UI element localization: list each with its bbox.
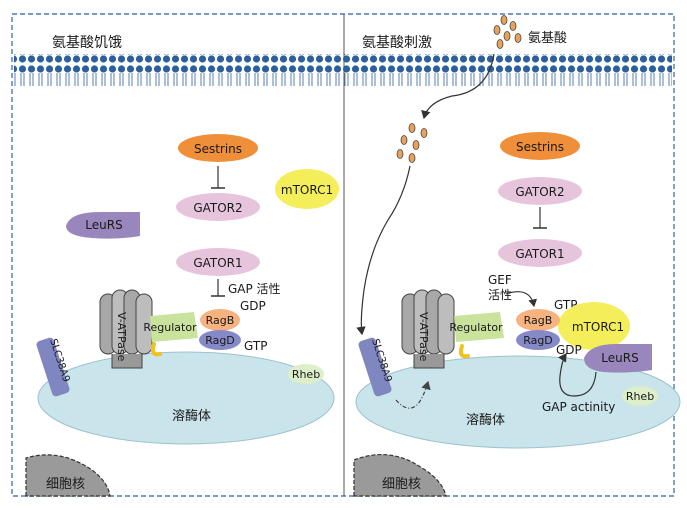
gator1-node: [498, 239, 582, 267]
mtorc1-node: [558, 302, 630, 350]
amino-acid-label: 氨基酸: [528, 31, 567, 46]
ragd-node: [516, 330, 560, 350]
uptake-arrow: [421, 53, 495, 120]
nucleus: [25, 454, 111, 497]
leurs-node: [66, 212, 140, 239]
amino-acid-cluster-inside: [396, 123, 428, 163]
ragb-node: [200, 309, 240, 331]
gdp-label: GDP: [556, 343, 582, 357]
nucleus-label: 细胞核: [46, 477, 85, 492]
ragb-label: RagB: [206, 314, 235, 327]
gator1-node: [176, 248, 260, 276]
outer-frame: [11, 13, 675, 497]
right-panel: 氨基酸刺激 氨基酸 溶酶体 细胞核: [353, 15, 681, 497]
gator1-label: GATOR1: [193, 256, 242, 270]
regulator-label: Regulator: [449, 321, 503, 334]
mtorc1-label: mTORC1: [572, 320, 624, 334]
mtorc1-label: mTORC1: [281, 183, 333, 197]
left-title: 氨基酸饥饿: [52, 34, 122, 51]
mtorc1-node: [275, 169, 339, 209]
gap-activity-arrow: [558, 353, 597, 397]
nucleus: [353, 454, 447, 497]
gef-label: GEF: [488, 273, 512, 287]
sestrins-label: Sestrins: [516, 140, 564, 154]
gator1-label: GATOR1: [515, 247, 564, 261]
right-title: 氨基酸刺激: [362, 34, 432, 51]
vatpase-label: V-ATPase: [417, 312, 430, 362]
lysosome-label: 溶酶体: [172, 408, 211, 424]
gator2-label: GATOR2: [193, 201, 242, 215]
gator2-label: GATOR2: [515, 185, 564, 199]
ragb-node: [516, 309, 560, 331]
gef-arrow: [505, 291, 538, 308]
nucleus-label: 细胞核: [382, 477, 421, 492]
regulator-node: [150, 312, 198, 342]
lysosome-label: 溶酶体: [466, 412, 505, 428]
gap-activity-label: GAP actinity: [542, 400, 615, 414]
cell-membrane: [14, 54, 672, 86]
rheb-node: [622, 386, 658, 406]
gdp-label: GDP: [240, 299, 266, 313]
ragb-label: RagB: [524, 314, 553, 327]
ragd-label: RagD: [523, 334, 553, 347]
amino-acid-cluster-outside: [493, 15, 522, 49]
regulator-node: [454, 312, 504, 342]
gef-activity-label: 活性: [488, 288, 512, 302]
slc-to-vatpase-arrow: [395, 380, 431, 409]
right-yellow-hook: [458, 344, 470, 359]
lysosome: [37, 351, 335, 445]
vatpase-label: V-ATPase: [115, 312, 128, 362]
gator2-node: [176, 193, 260, 221]
slc38a9-node: [358, 337, 392, 397]
sestrins-label: Sestrins: [194, 142, 242, 156]
gap-label: GAP 活性: [228, 282, 281, 296]
rheb-label: Rheb: [292, 368, 320, 381]
v-atpase: [99, 289, 153, 369]
leurs-label: LeuRS: [85, 218, 122, 232]
to-slc-arrow: [356, 165, 411, 336]
left-panel: 氨基酸饥饿 溶酶体 细胞核 Sestrins GATOR2 mTORC1 Leu…: [25, 34, 339, 497]
v-atpase: [401, 289, 455, 369]
ragd-label: RagD: [205, 334, 235, 347]
gtp-label: GTP: [244, 339, 267, 353]
regulator-label: Regulator: [143, 321, 197, 334]
leurs-node: [584, 344, 652, 373]
left-yellow-hook: [150, 342, 162, 357]
lysosome: [355, 355, 681, 449]
sestrins-node: [178, 134, 258, 162]
gator2-node: [498, 177, 582, 205]
leurs-label: LeuRS: [601, 351, 638, 365]
slc38a9-node: [36, 337, 70, 397]
ragd-node: [199, 330, 241, 350]
sestrins-node: [500, 132, 580, 160]
rheb-node: [288, 364, 324, 384]
rheb-label: Rheb: [626, 390, 654, 403]
